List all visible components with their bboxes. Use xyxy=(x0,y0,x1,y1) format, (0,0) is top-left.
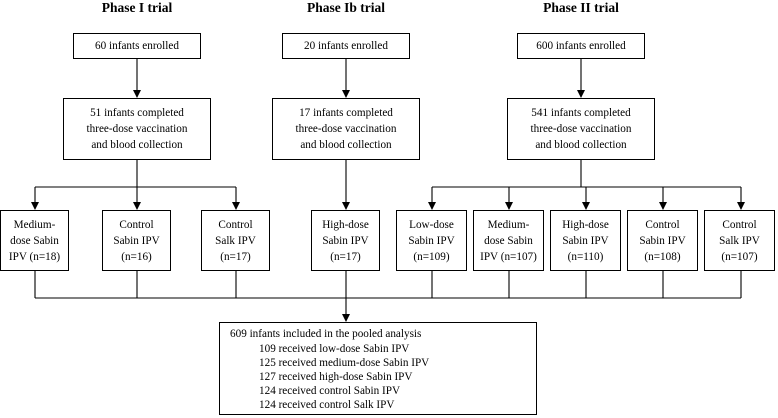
pooled-line-control-sabin: 124 received control Sabin IPV xyxy=(259,385,401,397)
phase1b-completed-box: 17 infants completed three-dose vaccinat… xyxy=(272,98,420,160)
pooled-line-medium: 125 received medium-dose Sabin IPV xyxy=(259,357,430,369)
arm-medium-dose-2-box: Medium- dose Sabin IPV (n=107) xyxy=(473,210,544,271)
arm-low-dose-box: Low-dose Sabin IPV (n=109) xyxy=(396,210,467,271)
arm-control-sabin-text: Control Sabin IPV (n=16) xyxy=(113,218,160,263)
phase1-heading: Phase I trial xyxy=(101,0,173,15)
arm-control-salk-2-text: Control Salk IPV (n=107) xyxy=(719,218,760,263)
arm-high-dose-2-box: High-dose Sabin IPV (n=110) xyxy=(550,210,621,271)
phase1b-heading: Phase Ib trial xyxy=(306,0,386,15)
phase2-enrolled-text: 600 infants enrolled xyxy=(536,40,626,52)
phase2-heading: Phase II trial xyxy=(543,0,619,15)
phase1b-enrolled-text: 20 infants enrolled xyxy=(304,40,388,52)
arm-medium-dose-text: Medium- dose Sabin IPV (n=18) xyxy=(8,218,61,263)
arm-control-sabin-2-text: Control Sabin IPV (n=108) xyxy=(639,218,686,263)
arm-control-salk-box: Control Salk IPV (n=17) xyxy=(201,210,270,271)
phase1-enrolled-box: 60 infants enrolled xyxy=(73,33,201,59)
arm-high-dose-2-text: High-dose Sabin IPV (n=110) xyxy=(562,218,609,263)
pooled-line-high: 127 received high-dose Sabin IPV xyxy=(259,371,413,383)
arm-high-dose-1b-box: High-dose Sabin IPV (n=17) xyxy=(311,210,380,271)
pooled-line-control-salk: 124 received control Salk IPV xyxy=(259,399,395,411)
pooled-line-low: 109 received low-dose Sabin IPV xyxy=(259,343,410,355)
pooled-title: 609 infants included in the pooled analy… xyxy=(230,328,422,340)
phase1-completed-text: 51 infants completed three-dose vaccinat… xyxy=(86,107,188,151)
arm-control-sabin-box: Control Sabin IPV (n=16) xyxy=(102,210,171,271)
arm-control-salk-2-box: Control Salk IPV (n=107) xyxy=(704,210,775,271)
arm-control-salk-text: Control Salk IPV (n=17) xyxy=(215,218,256,263)
arm-high-dose-1b-text: High-dose Sabin IPV (n=17) xyxy=(322,218,369,263)
phase1b-enrolled-box: 20 infants enrolled xyxy=(282,33,410,59)
arm-medium-dose-box: Medium- dose Sabin IPV (n=18) xyxy=(0,210,69,271)
arm-medium-dose-2-text: Medium- dose Sabin IPV (n=107) xyxy=(480,218,537,263)
phase1-enrolled-text: 60 infants enrolled xyxy=(95,40,179,52)
phase2-completed-text: 541 infants completed three-dose vaccina… xyxy=(530,107,632,151)
phase2-completed-box: 541 infants completed three-dose vaccina… xyxy=(507,98,655,160)
pooled-analysis-box: 609 infants included in the pooled analy… xyxy=(219,322,537,415)
phase1b-completed-text: 17 infants completed three-dose vaccinat… xyxy=(295,107,397,151)
arm-control-sabin-2-box: Control Sabin IPV (n=108) xyxy=(627,210,698,271)
arm-low-dose-text: Low-dose Sabin IPV (n=109) xyxy=(408,218,455,263)
phase2-enrolled-box: 600 infants enrolled xyxy=(517,33,645,59)
phase1-completed-box: 51 infants completed three-dose vaccinat… xyxy=(63,98,211,160)
